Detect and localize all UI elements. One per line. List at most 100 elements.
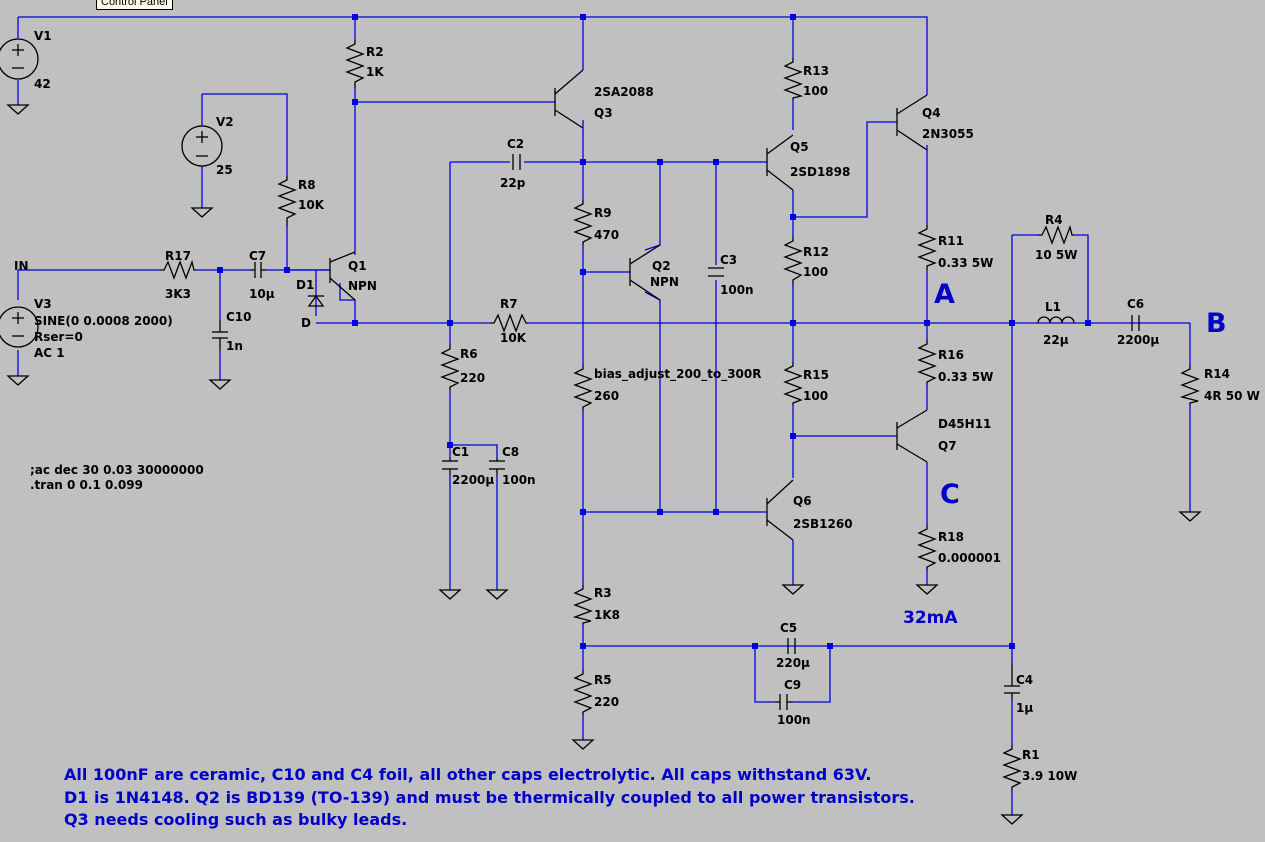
r1-ref: R1 [1022, 748, 1040, 762]
junctions [217, 14, 1091, 649]
c9-symbol[interactable] [775, 694, 793, 710]
r11-ref: R11 [938, 234, 964, 248]
q3-ref: Q3 [594, 106, 613, 120]
r4-value: 10 5W [1035, 248, 1077, 262]
c1-ref: C1 [452, 445, 469, 459]
r3-ref: R3 [594, 586, 612, 600]
c4-symbol[interactable] [1004, 663, 1020, 700]
r5-symbol[interactable] [573, 670, 593, 715]
c1-value: 2200µ [452, 473, 494, 487]
c8-ref: C8 [502, 445, 519, 459]
q5-ref: Q5 [790, 140, 809, 154]
r16-ref: R16 [938, 348, 964, 362]
r2-symbol[interactable] [345, 40, 365, 88]
r3-symbol[interactable] [572, 585, 593, 625]
net-label-c: C [940, 479, 960, 510]
q2-model: NPN [650, 275, 679, 289]
c2-ref: C2 [507, 137, 524, 151]
r7-symbol[interactable] [490, 313, 528, 333]
d1-ref: D1 [296, 278, 314, 292]
r14-value: 4R 50 W [1204, 389, 1260, 403]
v2-symbol[interactable] [181, 125, 223, 167]
r9-value: 470 [594, 228, 619, 242]
q5-symbol[interactable] [766, 134, 794, 191]
current-label: 32mA [903, 608, 958, 628]
c10-ref: C10 [226, 310, 252, 324]
r12-symbol[interactable] [783, 237, 803, 285]
c3-value: 100n [720, 283, 754, 297]
r17-symbol[interactable] [160, 259, 196, 280]
r18-symbol[interactable] [917, 525, 937, 570]
c8-symbol[interactable] [489, 458, 505, 475]
r13-symbol[interactable] [783, 58, 804, 100]
r6-value: 220 [460, 371, 485, 385]
r8-value: 10K [298, 198, 325, 212]
r8-ref: R8 [298, 178, 316, 192]
r17-ref: R17 [165, 249, 191, 263]
net-in: IN [14, 259, 29, 273]
q4-ref: Q4 [922, 106, 941, 120]
c2-symbol[interactable] [512, 154, 521, 170]
r4-symbol[interactable] [1038, 224, 1074, 245]
r12-value: 100 [803, 265, 828, 279]
v3-ref: V3 [34, 297, 52, 311]
r6-ref: R6 [460, 347, 478, 361]
r9-ref: R9 [594, 206, 612, 220]
l1-symbol[interactable] [1037, 316, 1075, 324]
v1-symbol[interactable] [0, 38, 39, 80]
r13-ref: R13 [803, 64, 829, 78]
c1-symbol[interactable] [442, 458, 458, 475]
r4-ref: R4 [1045, 213, 1063, 227]
q5-model: 2SD1898 [790, 165, 850, 179]
l1-ref: L1 [1045, 300, 1061, 314]
c5-ref: C5 [780, 621, 797, 635]
c5-symbol[interactable] [787, 638, 796, 654]
c6-symbol[interactable] [1131, 315, 1140, 331]
q6-model: 2SB1260 [793, 517, 853, 531]
rbias-value: 260 [594, 389, 619, 403]
r15-ref: R15 [803, 368, 829, 382]
r7-ref: R7 [500, 297, 518, 311]
q1-symbol[interactable] [329, 251, 356, 301]
r9-symbol[interactable] [573, 200, 593, 245]
c10-symbol[interactable] [212, 320, 228, 350]
c9-ref: C9 [784, 678, 801, 692]
r8-symbol[interactable] [277, 176, 297, 226]
r16-symbol[interactable] [917, 340, 937, 385]
d1-symbol[interactable] [307, 294, 325, 307]
c3-symbol[interactable] [708, 267, 724, 277]
c7-symbol[interactable] [250, 262, 266, 278]
r5-value: 220 [594, 695, 619, 709]
r11-symbol[interactable] [917, 225, 937, 270]
rbias-ref: bias_adjust_200_to_300R [594, 367, 761, 382]
r1-symbol[interactable] [1002, 745, 1022, 790]
r14-ref: R14 [1204, 367, 1230, 381]
c7-ref: C7 [249, 249, 266, 263]
q7-symbol[interactable] [896, 409, 928, 463]
component-symbols [0, 38, 1202, 825]
q2-symbol[interactable] [629, 244, 661, 301]
annotations: A B C 32mA All 100nF are ceramic, C10 an… [64, 279, 1227, 829]
r6-symbol[interactable] [440, 345, 460, 390]
r15-symbol[interactable] [783, 362, 803, 405]
q4-symbol[interactable] [896, 94, 928, 151]
r14-symbol[interactable] [1179, 365, 1200, 405]
c3-ref: C3 [720, 253, 737, 267]
q3-symbol[interactable] [554, 69, 584, 129]
c5-value: 220µ [776, 656, 810, 670]
rbias-symbol[interactable] [573, 365, 593, 410]
ground-symbols [6, 104, 1202, 825]
note-line-1: All 100nF are ceramic, C10 and C4 foil, … [64, 765, 871, 784]
q3-model: 2SA2088 [594, 85, 654, 99]
q6-symbol[interactable] [766, 479, 794, 541]
v1-value: 42 [34, 77, 51, 91]
v2-ref: V2 [216, 115, 234, 129]
control-panel-tab[interactable]: Control Panel [96, 0, 173, 10]
c4-ref: C4 [1016, 673, 1033, 687]
r18-ref: R18 [938, 530, 964, 544]
q2-ref: Q2 [652, 259, 671, 273]
v3-symbol[interactable] [0, 306, 39, 348]
r1-value: 3.9 10W [1022, 769, 1077, 783]
c6-ref: C6 [1127, 297, 1144, 311]
